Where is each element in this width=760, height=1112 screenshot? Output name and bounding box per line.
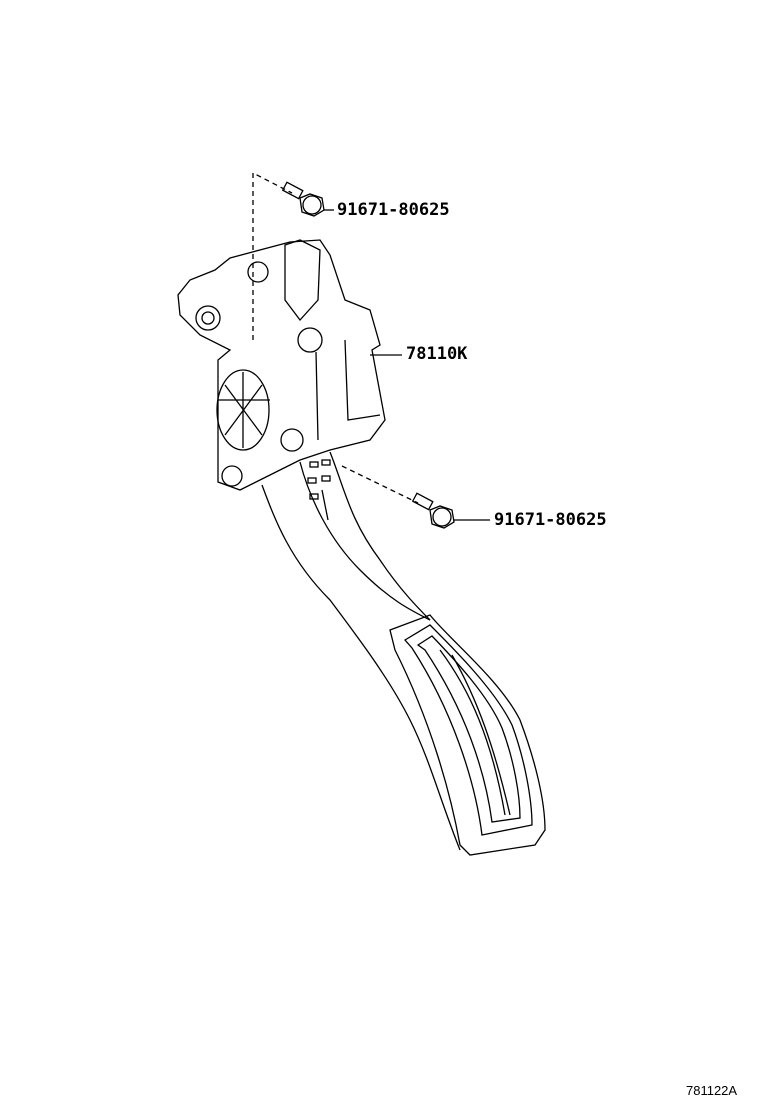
pedal-pad (389, 614, 546, 856)
callout-lower-bolt: 91671-80625 (494, 510, 607, 530)
pedal-housing (177, 239, 402, 491)
dashed-leaders (252, 171, 419, 504)
figure-reference: 781122A (686, 1083, 738, 1098)
lower-bolt-icon (411, 492, 490, 529)
arm-slots (307, 459, 331, 521)
callout-pedal-assembly: 78110K (406, 344, 468, 364)
callout-upper-bolt: 91671-80625 (337, 200, 450, 220)
pedal-arm (261, 451, 461, 851)
upper-bolt-icon (281, 181, 334, 217)
